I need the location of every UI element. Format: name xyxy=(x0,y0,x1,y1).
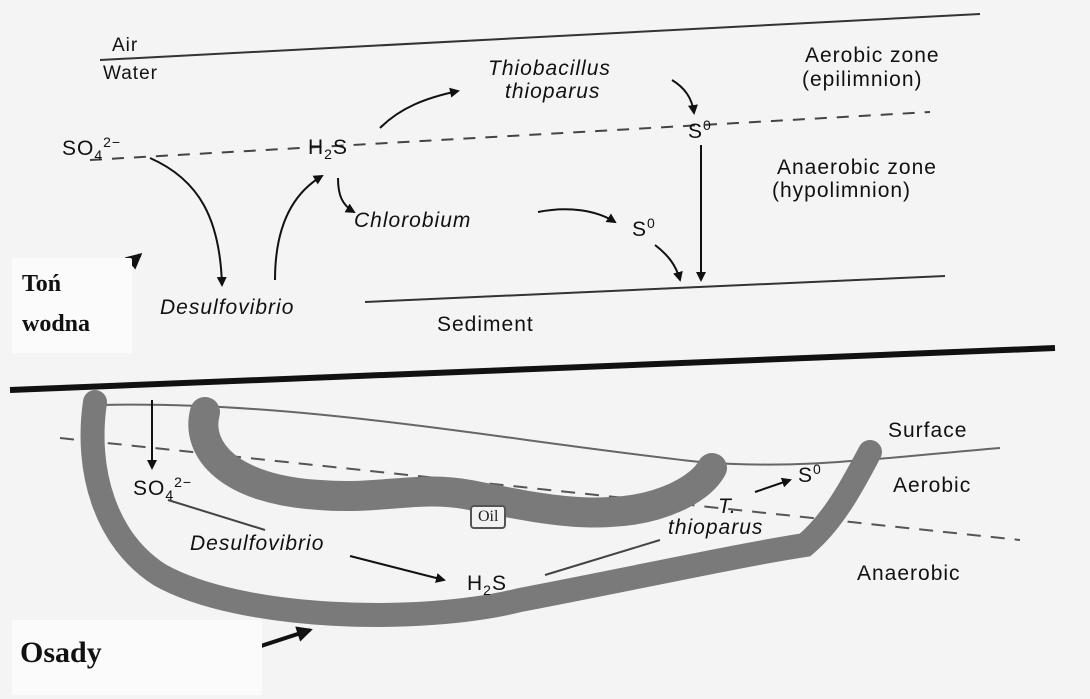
surface-label: Surface xyxy=(888,420,967,441)
sulfate-sub: 4 xyxy=(94,147,103,163)
chlorobium-label: Chlorobium xyxy=(354,210,471,231)
arrow-h2s-to-thiobacillus xyxy=(380,91,458,128)
thioparus-label: thioparus xyxy=(668,517,763,538)
arrow-chlorobium-to-s0 xyxy=(538,209,615,222)
anaerobic-label: Anaerobic xyxy=(857,563,961,584)
arrow-s0-to-sediment xyxy=(655,245,680,280)
line-sulfate-to-desulfovibrio xyxy=(168,500,265,530)
bottom-h2s-tail: S xyxy=(492,572,507,595)
bottom-s0-sup: 0 xyxy=(813,461,822,477)
h2s-base: H xyxy=(308,136,324,159)
bottom-s0-label: S0 xyxy=(798,462,822,486)
ton-wodna-tag-line1: Toń xyxy=(22,272,61,296)
sulfate-base: SO xyxy=(62,137,94,160)
panel-separator xyxy=(10,348,1055,390)
bottom-sulfate-label: SO42− xyxy=(133,475,192,502)
desulfovibrio-top-label: Desulfovibrio xyxy=(160,297,294,318)
t-label: T. xyxy=(718,496,737,517)
h2s-tail: S xyxy=(333,136,348,159)
air-label: Air xyxy=(112,36,138,55)
oxycline-dashed-line xyxy=(90,112,930,160)
osady-tag: Osady xyxy=(20,638,102,668)
desulfovibrio-bottom-label: Desulfovibrio xyxy=(190,533,324,554)
s0-lower-base: S xyxy=(632,218,647,241)
arrow-desulfovibrio-to-h2s xyxy=(350,556,444,580)
thiobacillus-label-line2: thioparus xyxy=(505,81,600,102)
anaerobic-zone-label-line2: (hypolimnion) xyxy=(772,180,911,201)
sulfate-label: SO42− xyxy=(62,135,121,162)
arrow-h2s-to-chlorobium xyxy=(338,178,354,212)
bottom-h2s-sub: 2 xyxy=(483,582,492,598)
bottom-sulfate-sup: 2− xyxy=(174,474,192,490)
bottom-h2s-label: H2S xyxy=(467,573,507,597)
s0-upper-label: S0 xyxy=(688,118,712,142)
sediment-line xyxy=(365,276,945,302)
arrow-desulfovibrio-to-h2s xyxy=(275,176,322,280)
bottom-sulfate-base: SO xyxy=(133,477,165,500)
aerobic-zone-label-line1: Aerobic zone xyxy=(805,45,940,66)
thiobacillus-label-line1: Thiobacillus xyxy=(488,58,611,79)
bottom-sulfate-sub: 4 xyxy=(165,487,174,503)
bottom-s0-base: S xyxy=(798,464,813,487)
aerobic-zone-label-line2: (epilimnion) xyxy=(802,69,923,90)
sulfate-sup: 2− xyxy=(103,134,121,150)
s0-upper-base: S xyxy=(688,120,703,143)
water-label: Water xyxy=(103,64,158,83)
arrow-sulfate-to-desulfovibrio xyxy=(150,158,222,285)
aerobic-label: Aerobic xyxy=(893,475,971,496)
s0-lower-label: S0 xyxy=(632,216,656,240)
h2s-sub: 2 xyxy=(324,146,333,162)
oil-label: Oil xyxy=(470,505,506,529)
anaerobic-zone-label-line1: Anaerobic zone xyxy=(777,157,937,178)
s0-upper-sup: 0 xyxy=(703,117,712,133)
arrow-thioparus-to-s0 xyxy=(755,480,790,492)
sediment-label: Sediment xyxy=(437,314,534,335)
h2s-label: H2S xyxy=(308,137,348,161)
s0-lower-sup: 0 xyxy=(647,215,656,231)
ton-wodna-tag-line2: wodna xyxy=(22,312,90,336)
arrow-thiobacillus-to-s0 xyxy=(672,80,694,113)
bottom-h2s-base: H xyxy=(467,572,483,595)
